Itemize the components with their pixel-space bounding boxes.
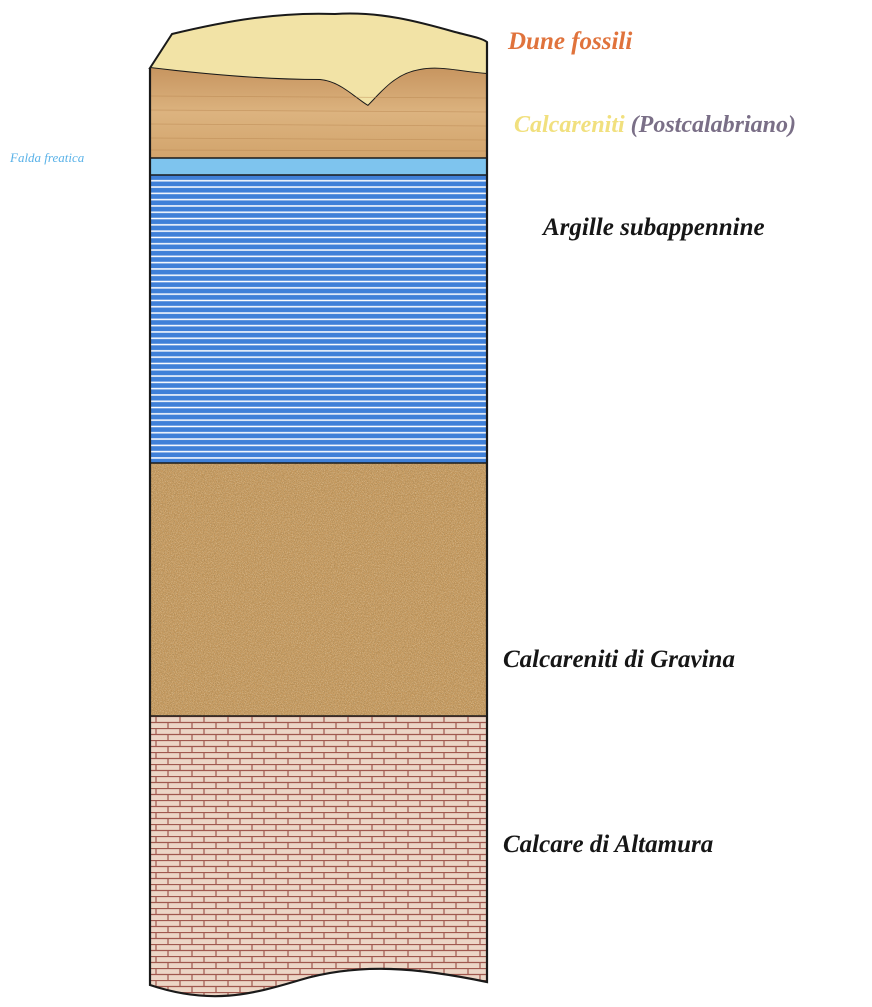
label-postcalabriano: (Postcalabriano) — [631, 112, 796, 138]
gravina-texture-light — [150, 463, 487, 716]
layer-calcareniti-postcalabriano — [150, 68, 487, 158]
layer-calcare-altamura — [150, 716, 487, 1007]
label-falda-freatica: Falda freatica — [10, 150, 84, 166]
label-calcareniti: Calcareniti — [514, 112, 625, 138]
label-calcareniti-gravina: Calcareniti di Gravina — [503, 646, 735, 674]
layer-falda-freatica — [150, 158, 487, 175]
label-dune-fossili: Dune fossili — [508, 28, 632, 56]
layer-argille-subappennine — [150, 175, 487, 463]
label-calcare-altamura: Calcare di Altamura — [503, 831, 713, 859]
label-argille-subappennine: Argille subappennine — [543, 214, 765, 242]
label-calcareniti-postcalabriano: Calcareniti (Postcalabriano) — [514, 112, 796, 139]
